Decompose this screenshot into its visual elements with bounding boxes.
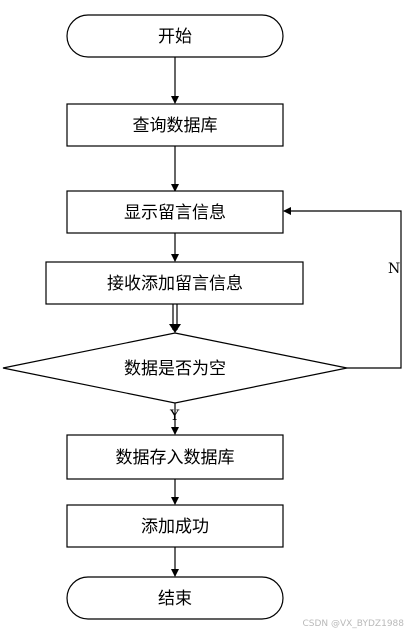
start-terminal	[66, 14, 284, 58]
add-message-label: 接收添加留言信息	[107, 274, 243, 294]
query-db-box	[66, 103, 284, 147]
watermark: CSDN @VX_BYDZ1988	[302, 619, 404, 629]
decision-label: 数据是否为空	[124, 359, 226, 379]
start-label: 开始	[158, 27, 192, 47]
save-db-box	[66, 434, 284, 480]
end-terminal	[66, 576, 284, 620]
add-message-box	[45, 261, 304, 305]
save-db-label: 数据存入数据库	[116, 448, 235, 468]
show-messages-box	[66, 190, 284, 234]
no-branch-label: N	[388, 261, 400, 277]
edge-decision-to-add-head	[169, 324, 181, 333]
yes-branch-label: Y	[169, 408, 180, 424]
show-messages-label: 显示留言信息	[124, 203, 226, 223]
success-box	[66, 504, 284, 548]
success-label: 添加成功	[141, 517, 209, 537]
edge-decision-no-loop	[283, 207, 402, 369]
query-db-label: 查询数据库	[133, 116, 218, 136]
decision-diamond	[2, 332, 348, 404]
end-label: 结束	[158, 589, 192, 609]
